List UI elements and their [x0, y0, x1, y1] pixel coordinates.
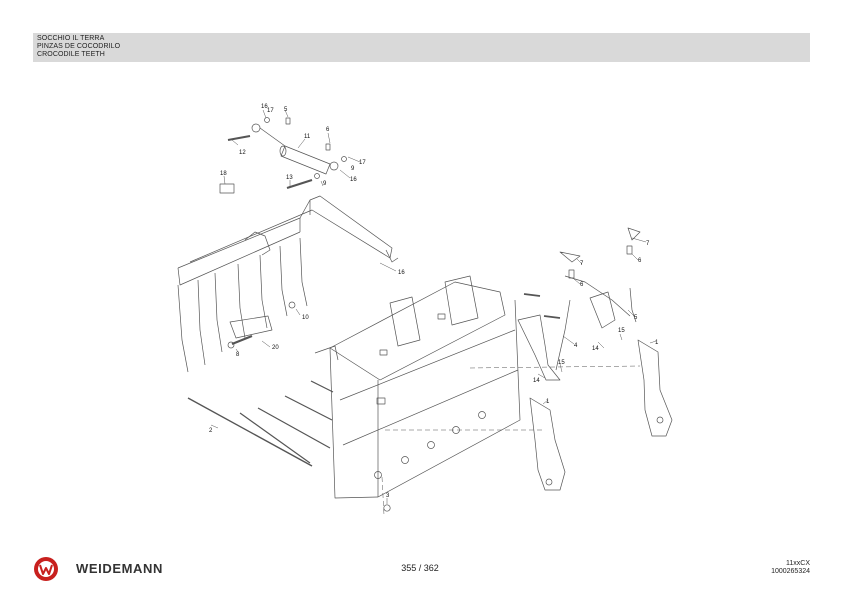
fasteners	[227, 301, 486, 512]
cylinder-assembly	[219, 117, 347, 194]
page-number: 355 / 362	[401, 563, 439, 573]
callout: 18	[220, 171, 227, 177]
callout: 8	[236, 352, 240, 358]
callout: 17	[359, 160, 366, 166]
callout: 16	[350, 177, 357, 183]
header-band: SOCCHIO IL TERRA PINZAS DE COCODRILO CRO…	[33, 33, 810, 62]
hydraulic-hoses	[523, 227, 641, 371]
title-english: CROCODILE TEETH	[37, 51, 105, 58]
callout: 20	[272, 345, 279, 351]
crocodile-tooth-plates	[517, 291, 673, 491]
callout: 5	[634, 315, 638, 321]
callout: 6	[638, 258, 642, 264]
callout: 3	[386, 493, 390, 499]
title-italian: SOCCHIO IL TERRA	[37, 35, 105, 42]
long-teeth	[187, 380, 334, 467]
callout: 16	[261, 104, 268, 110]
callout: 6	[326, 127, 330, 133]
callout: 5	[284, 107, 288, 113]
callout: 15	[618, 328, 625, 334]
callout: 16	[398, 270, 405, 276]
callout: 13	[286, 175, 293, 181]
callout: 15	[558, 360, 565, 366]
bucket-frame	[314, 275, 521, 499]
model-code: 11xxCX	[786, 560, 810, 567]
weidemann-logo-icon	[34, 557, 58, 581]
grapple-frame	[177, 195, 399, 373]
callout: 4	[574, 343, 578, 349]
callout: 1	[546, 399, 550, 405]
document-info: 11xxCX 1000265324	[771, 560, 810, 576]
brand-name: WEIDEMANN	[76, 561, 164, 576]
callout: 11	[304, 134, 311, 140]
title-spanish: PINZAS DE COCODRILO	[37, 43, 121, 50]
document-number: 1000265324	[771, 568, 810, 575]
callout: 17	[267, 108, 274, 114]
callout: 9	[323, 181, 327, 187]
callout: 7	[580, 261, 584, 267]
callout: 6	[580, 282, 584, 288]
callout: 12	[239, 150, 246, 156]
callout: 10	[302, 315, 309, 321]
callout: 7	[646, 241, 650, 247]
callout: 9	[351, 166, 355, 172]
callout: 14	[533, 378, 540, 384]
callout: 14	[592, 346, 599, 352]
callout: 2	[209, 428, 213, 434]
callout: 1	[655, 340, 659, 346]
